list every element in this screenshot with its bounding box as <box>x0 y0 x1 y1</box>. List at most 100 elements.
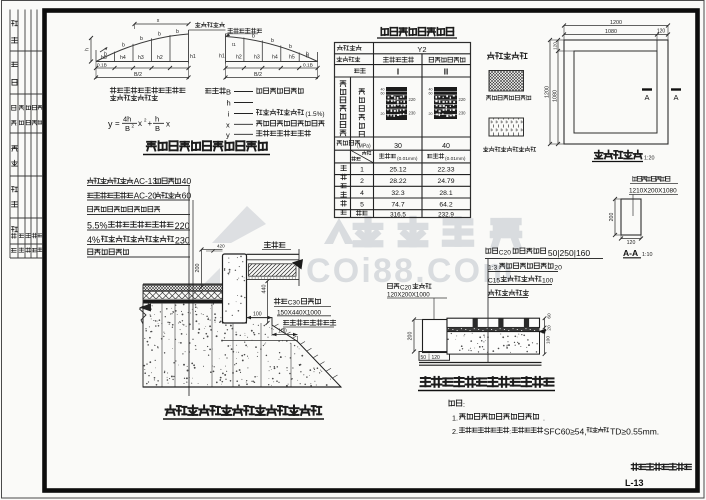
svg-text:1200: 1200 <box>545 86 551 98</box>
svg-text:(MPa): (MPa) <box>357 143 371 149</box>
svg-text:100: 100 <box>546 336 552 344</box>
svg-text:74.7: 74.7 <box>391 202 404 209</box>
svg-text:h2: h2 <box>157 55 163 61</box>
svg-text:B: B <box>226 88 231 97</box>
svg-text:316.5: 316.5 <box>390 211 406 218</box>
svg-text:50: 50 <box>421 355 427 361</box>
svg-text:b: b <box>306 54 309 60</box>
svg-text:220: 220 <box>175 221 190 231</box>
svg-text:230: 230 <box>409 111 417 116</box>
svg-text:COi88.COm: COi88.COm <box>306 252 515 290</box>
svg-text:h3: h3 <box>254 55 260 61</box>
svg-text:h: h <box>155 115 159 124</box>
svg-text:A: A <box>644 93 649 102</box>
svg-text:4: 4 <box>360 190 364 197</box>
svg-text:4h: 4h <box>123 115 131 124</box>
svg-text:L-13: L-13 <box>625 478 644 488</box>
svg-text:b: b <box>176 29 179 35</box>
svg-text:(1.5%): (1.5%) <box>305 111 324 118</box>
svg-text:24.79: 24.79 <box>437 178 454 185</box>
svg-text:230: 230 <box>459 111 467 116</box>
svg-text:4%: 4% <box>87 235 100 245</box>
svg-text:40: 40 <box>429 88 433 92</box>
svg-text:1210X200X1080: 1210X200X1080 <box>629 188 677 195</box>
svg-text:A: A <box>673 93 678 102</box>
svg-text:C20: C20 <box>400 285 412 292</box>
svg-text:100: 100 <box>278 329 287 335</box>
svg-text:22.33: 22.33 <box>437 166 454 173</box>
svg-text:C15: C15 <box>488 278 500 285</box>
svg-text:II: II <box>444 67 448 76</box>
svg-text:b: b <box>158 32 161 38</box>
svg-text:40: 40 <box>442 143 450 150</box>
svg-text:h1: h1 <box>190 54 196 60</box>
svg-text:I: I <box>397 67 399 76</box>
svg-text:1080: 1080 <box>553 90 559 102</box>
svg-text:5: 5 <box>360 202 364 209</box>
svg-text:20: 20 <box>381 112 385 116</box>
svg-text:60: 60 <box>182 191 192 201</box>
svg-text:i: i <box>228 110 230 119</box>
svg-text:60: 60 <box>547 313 553 319</box>
svg-text:AC-13: AC-13 <box>134 177 158 186</box>
svg-text:64.2: 64.2 <box>439 202 452 209</box>
svg-text:40: 40 <box>182 176 192 186</box>
svg-text:220: 220 <box>409 97 417 102</box>
svg-text:AC-20: AC-20 <box>134 192 158 201</box>
svg-text:28.1: 28.1 <box>439 190 452 197</box>
svg-text:C20: C20 <box>499 250 511 257</box>
svg-text:t1: t1 <box>232 42 236 47</box>
svg-text:40: 40 <box>381 88 385 92</box>
svg-text:1:20: 1:20 <box>644 156 655 162</box>
svg-text:h4: h4 <box>120 55 126 61</box>
svg-text:2: 2 <box>144 118 147 123</box>
svg-text:2: 2 <box>360 178 364 185</box>
svg-text:1:10: 1:10 <box>642 252 653 258</box>
svg-text:120: 120 <box>657 29 666 35</box>
svg-text:1080: 1080 <box>605 29 617 35</box>
svg-text:20: 20 <box>554 265 562 272</box>
svg-text:28.22: 28.22 <box>389 178 406 185</box>
svg-text:=: = <box>115 119 120 128</box>
svg-text:b: b <box>104 51 107 57</box>
svg-text:232.9: 232.9 <box>438 211 454 218</box>
svg-text:B: B <box>125 124 130 133</box>
svg-text:b: b <box>140 36 143 42</box>
svg-text:120: 120 <box>627 240 636 246</box>
svg-text:y: y <box>226 131 230 140</box>
svg-text:b: b <box>271 38 274 44</box>
svg-text:B/2: B/2 <box>254 72 262 78</box>
svg-text:20: 20 <box>547 325 553 331</box>
svg-text:1200: 1200 <box>610 20 622 26</box>
svg-text::: : <box>463 402 465 409</box>
svg-text:200: 200 <box>408 332 414 341</box>
svg-text:440: 440 <box>262 285 268 294</box>
svg-text:x: x <box>166 120 170 129</box>
svg-text:32.3: 32.3 <box>391 190 404 197</box>
svg-text:b: b <box>122 43 125 49</box>
svg-text:1: 1 <box>360 166 364 173</box>
svg-text:h4: h4 <box>272 55 278 61</box>
svg-text:x: x <box>226 121 230 130</box>
svg-text:20: 20 <box>429 112 433 116</box>
svg-text:B/2: B/2 <box>134 72 142 78</box>
svg-text:A-A: A-A <box>623 248 638 258</box>
svg-text:230: 230 <box>175 236 190 246</box>
svg-text:h: h <box>85 48 91 51</box>
svg-text:x: x <box>138 119 142 128</box>
svg-text:Y2: Y2 <box>417 45 426 54</box>
svg-text:120: 120 <box>432 355 441 361</box>
svg-text:100: 100 <box>542 278 554 285</box>
svg-text:60: 60 <box>429 92 433 96</box>
svg-text:100: 100 <box>253 312 262 318</box>
svg-text:h1: h1 <box>219 54 225 60</box>
svg-text:B: B <box>155 124 160 133</box>
svg-text:120: 120 <box>553 42 558 50</box>
svg-text:25.12: 25.12 <box>389 166 406 173</box>
svg-text:(0.01mm): (0.01mm) <box>445 156 466 162</box>
svg-text:h3: h3 <box>138 55 144 61</box>
svg-text:x: x <box>157 18 160 24</box>
svg-text:1:3: 1:3 <box>488 265 497 272</box>
svg-text:y: y <box>108 119 113 129</box>
svg-text:h5: h5 <box>289 55 295 61</box>
